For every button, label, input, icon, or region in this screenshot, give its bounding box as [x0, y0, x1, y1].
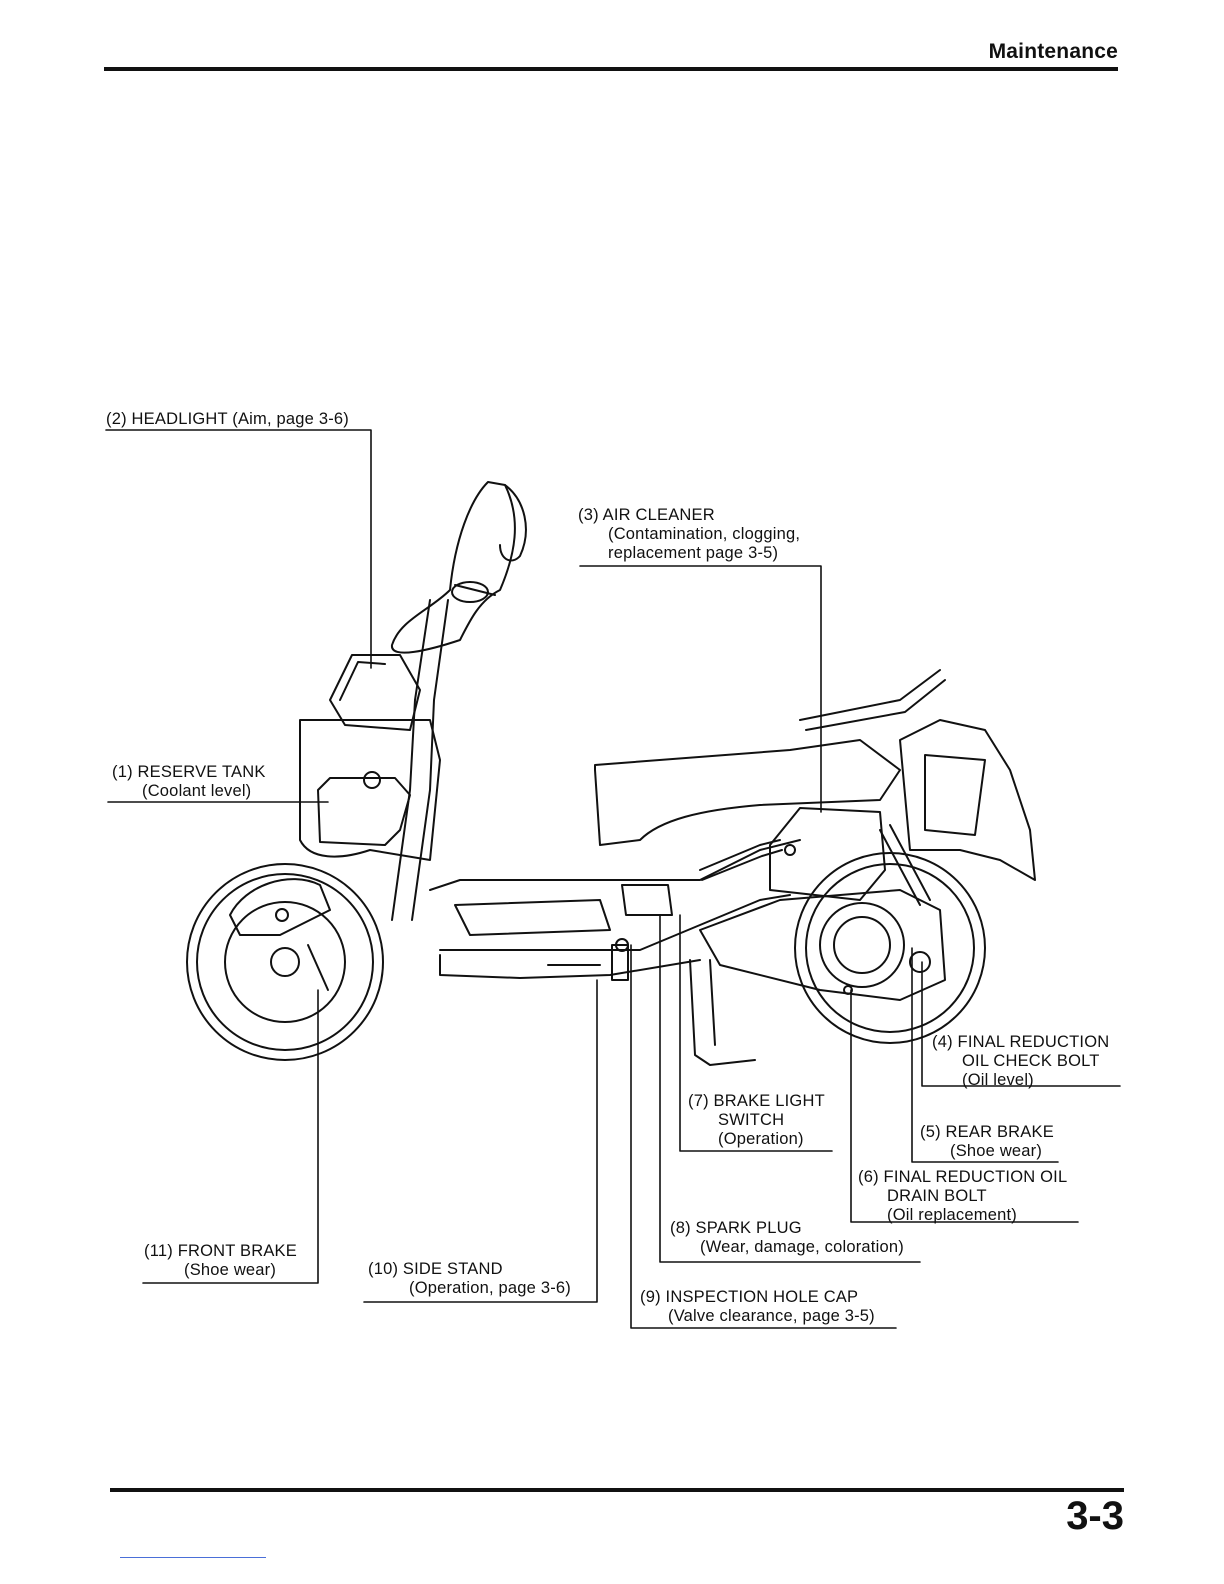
callout-text: (7) BRAKE LIGHT — [688, 1092, 825, 1110]
callout-headlight: (2) HEADLIGHT (Aim, page 3-6) — [106, 410, 349, 429]
callout-detail: DRAIN BOLT — [887, 1187, 987, 1205]
callout-detail: (Oil replacement) — [887, 1206, 1017, 1224]
rear-shock — [879, 829, 921, 906]
center-stand — [689, 959, 756, 1066]
callout-detail: (Coolant level) — [142, 782, 252, 800]
callout-rear-brake: (5) REAR BRAKE (Shoe wear) — [920, 1123, 1054, 1161]
oil-check-bolt — [909, 951, 931, 973]
callout-text: (5) REAR BRAKE — [920, 1123, 1054, 1141]
callout-detail: OIL CHECK BOLT — [962, 1052, 1100, 1070]
callout-air-cleaner: (3) AIR CLEANER (Contamination, clogging… — [578, 506, 800, 563]
callout-spark-plug: (8) SPARK PLUG (Wear, damage, coloration… — [670, 1219, 904, 1257]
callout-text: (3) AIR CLEANER — [578, 506, 715, 524]
rear-cowl — [899, 719, 1036, 881]
callout-detail: (Shoe wear) — [184, 1261, 277, 1279]
reserve-tank-shape — [317, 777, 411, 846]
windscreen — [391, 481, 516, 654]
callout-text: (4) FINAL REDUCTION — [932, 1033, 1110, 1051]
callout-final-reduction-check-bolt: (4) FINAL REDUCTION OIL CHECK BOLT (Oil … — [932, 1033, 1109, 1090]
callout-text: (8) SPARK PLUG — [670, 1219, 802, 1237]
footer-link-underline[interactable] — [120, 1557, 266, 1558]
front-tire — [186, 863, 384, 1061]
footer-rule — [110, 1488, 1124, 1492]
handlebar — [454, 584, 496, 596]
callout-detail: (Operation) — [718, 1130, 804, 1148]
air-cleaner-box — [769, 807, 886, 901]
callout-detail: (Oil level) — [962, 1071, 1034, 1089]
callout-side-stand: (10) SIDE STAND (Operation, page 3-6) — [368, 1260, 571, 1298]
seat-outline — [594, 739, 901, 846]
intake-pipe — [699, 839, 781, 871]
scooter-drawing — [186, 481, 1036, 1066]
callout-text: (2) HEADLIGHT (Aim, page 3-6) — [106, 410, 349, 428]
callout-detail: (Operation, page 3-6) — [409, 1279, 571, 1297]
callout-front-brake: (11) FRONT BRAKE (Shoe wear) — [144, 1242, 297, 1280]
callout-detail: SWITCH — [718, 1111, 785, 1129]
transmission-case — [699, 889, 946, 1001]
front-fork — [391, 599, 431, 921]
section-title: Maintenance — [988, 40, 1118, 63]
callout-text: (9) INSPECTION HOLE CAP — [640, 1288, 859, 1306]
front-fender — [229, 878, 331, 936]
rear-grab-rail — [799, 669, 941, 721]
callout-detail: (Wear, damage, coloration) — [700, 1238, 904, 1256]
callout-final-reduction-drain-bolt: (6) FINAL REDUCTION OIL DRAIN BOLT (Oil … — [858, 1168, 1067, 1225]
callout-text: (10) SIDE STAND — [368, 1260, 503, 1278]
front-cowl — [299, 719, 441, 861]
headlight-housing — [329, 654, 421, 731]
callout-reserve-tank: (1) RESERVE TANK (Coolant level) — [112, 763, 266, 801]
inspection-cap — [615, 938, 629, 952]
callout-brake-light-switch: (7) BRAKE LIGHT SWITCH (Operation) — [688, 1092, 825, 1149]
page-number: 3-3 — [1066, 1494, 1124, 1538]
callout-detail: replacement page 3-5) — [608, 544, 779, 562]
leader-lines — [105, 429, 1121, 1329]
callout-detail: (Contamination, clogging, — [608, 525, 801, 543]
callout-detail: (Valve clearance, page 3-5) — [668, 1307, 875, 1325]
front-brake-arm — [307, 944, 329, 991]
front-hub — [270, 947, 300, 977]
header-rule — [104, 67, 1118, 71]
rear-tire — [794, 852, 986, 1044]
oil-drain-bolt — [843, 985, 853, 995]
callout-text: (11) FRONT BRAKE — [144, 1242, 297, 1260]
callout-text: (1) RESERVE TANK — [112, 763, 266, 781]
floor-frame — [429, 839, 801, 891]
spark-plug-cap — [621, 884, 673, 916]
callout-text: (6) FINAL REDUCTION OIL — [858, 1168, 1068, 1186]
callout-detail: (Shoe wear) — [950, 1142, 1043, 1160]
callout-inspection-hole-cap: (9) INSPECTION HOLE CAP (Valve clearance… — [640, 1288, 875, 1326]
